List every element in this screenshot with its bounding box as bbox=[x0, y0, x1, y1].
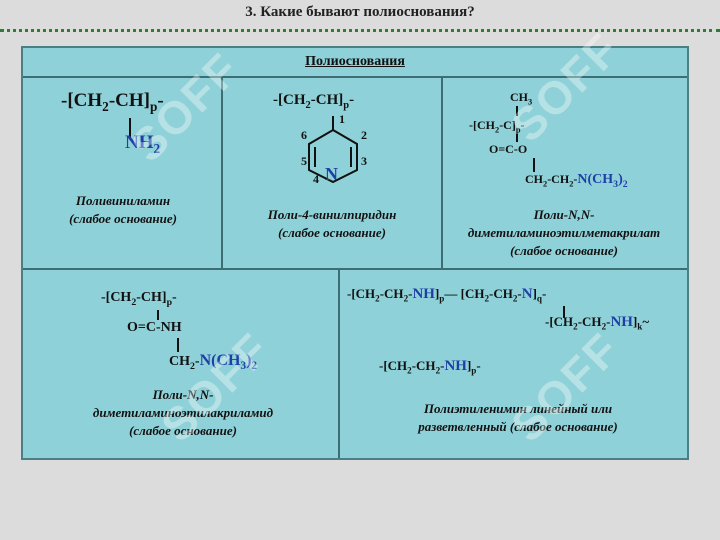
pyridine-ring bbox=[308, 128, 358, 184]
col-divider-3 bbox=[338, 268, 340, 458]
cell-1-name: Поливиниламин (слабое основание) bbox=[69, 193, 177, 226]
cell-5-name: Полиэтиленимин линейный или разветвленны… bbox=[418, 401, 618, 434]
col-divider-1 bbox=[221, 76, 223, 268]
title-divider bbox=[0, 29, 720, 32]
table-header: Полиоснования bbox=[305, 54, 405, 69]
header-divider bbox=[23, 76, 687, 78]
polybases-table: Полиоснования -[CH2-CH]p- NH2 Поливинила… bbox=[21, 46, 689, 460]
cell-3-name: Поли-N,N- диметиламиноэтилметакрилат (сл… bbox=[467, 207, 661, 258]
cell-4-name: Поли-N,N- диметиламиноэтилакриламид (сла… bbox=[92, 387, 274, 438]
slide-title: 3. Какие бывают полиоснования? bbox=[245, 4, 475, 20]
row-divider bbox=[23, 268, 687, 270]
col-divider-2 bbox=[441, 76, 443, 268]
cell-2-name: Поли-4-винилпиридин (слабое основание) bbox=[267, 207, 397, 240]
